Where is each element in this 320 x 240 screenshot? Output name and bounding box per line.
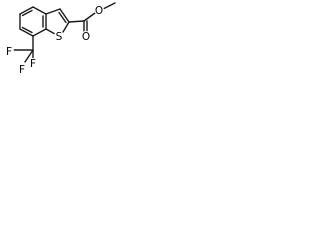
bond-c7-c7a	[32, 28, 47, 37]
bond-c4-c5	[19, 6, 34, 15]
fluorine-bottom-label: F	[19, 64, 25, 76]
bond-c6-c7-double	[21, 26, 33, 34]
fluorine-left-label: F	[6, 46, 12, 58]
bond-c6-c7	[19, 28, 34, 37]
bond-s1-c7a	[45, 28, 56, 35]
benzothiophene-ester-structure: F F F S O O	[4, 2, 116, 76]
bond-c3-c2-double	[58, 11, 67, 24]
bond-ester-o-methyl	[102, 2, 116, 10]
bond-c3a-c3	[45, 8, 61, 15]
bond-c4-c5-double	[21, 9, 33, 17]
bond-c2-s1	[62, 21, 70, 33]
bond-c2-carbonyl	[68, 20, 85, 23]
bond-carbonyl-ester-o	[83, 12, 96, 22]
sulfur-label: S	[56, 31, 63, 43]
bond-layer	[13, 2, 116, 63]
atom-label-layer: F F F S O O	[4, 5, 104, 76]
fluorine-top-label: F	[30, 58, 36, 70]
bond-cf3-f-bottom	[24, 49, 34, 63]
ester-oxygen-label: O	[95, 5, 103, 17]
carbonyl-oxygen-label: O	[82, 31, 90, 43]
bond-c3-c2	[59, 8, 70, 23]
bond-c3a-c4	[32, 6, 47, 15]
